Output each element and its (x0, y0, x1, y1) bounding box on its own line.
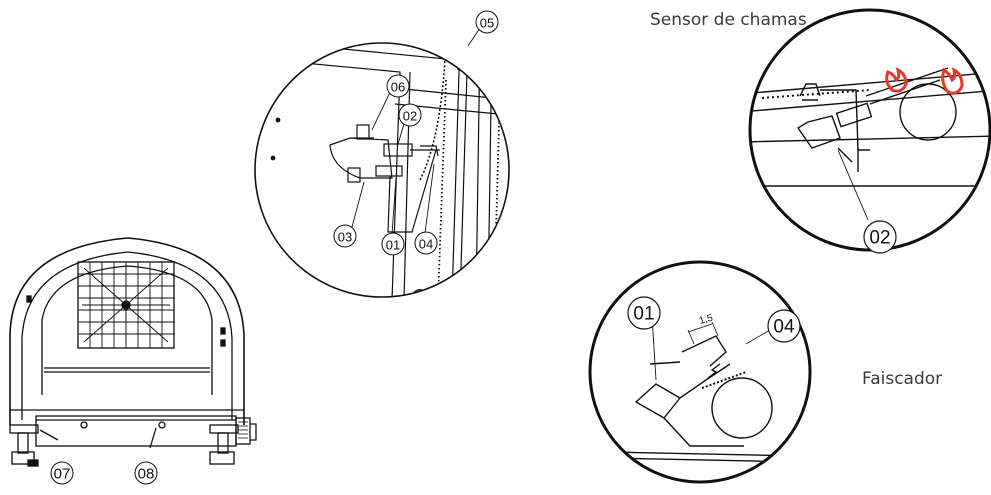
callout-03: 03 (333, 224, 357, 248)
svg-text:08: 08 (138, 466, 155, 483)
flame-icon (885, 67, 964, 95)
callout-04-igniter: 04 (767, 309, 801, 343)
svg-text:04: 04 (773, 317, 795, 338)
callout-04-main: 04 (414, 231, 438, 255)
callout-02-sensor: 02 (863, 220, 897, 254)
flame-sensor-caption: Sensor de chamas (650, 10, 807, 30)
callout-06: 06 (386, 74, 410, 98)
svg-text:02: 02 (403, 109, 417, 124)
callout-01-igniter: 01 (627, 296, 661, 330)
oven-front-view (9, 237, 257, 467)
svg-text:03: 03 (338, 230, 352, 245)
flame-sensor-detail-view (748, 8, 991, 252)
gap-dimension-label: 1,5 (698, 313, 715, 327)
svg-text:07: 07 (54, 466, 71, 483)
svg-text:06: 06 (391, 80, 405, 95)
svg-text:04: 04 (419, 237, 433, 252)
callout-01-main: 01 (381, 232, 405, 256)
callout-05: 05 (475, 10, 499, 34)
igniter-detail-view: 1,5 (588, 260, 812, 484)
callout-08: 08 (134, 461, 158, 485)
callout-07: 07 (50, 461, 74, 485)
burner-detail-view (254, 27, 510, 298)
igniter-caption: Faiscador (862, 369, 943, 389)
callout-02-main: 02 (398, 103, 422, 127)
svg-text:01: 01 (386, 238, 400, 253)
svg-text:01: 01 (633, 304, 654, 325)
svg-text:05: 05 (480, 16, 494, 31)
svg-text:02: 02 (869, 228, 890, 249)
